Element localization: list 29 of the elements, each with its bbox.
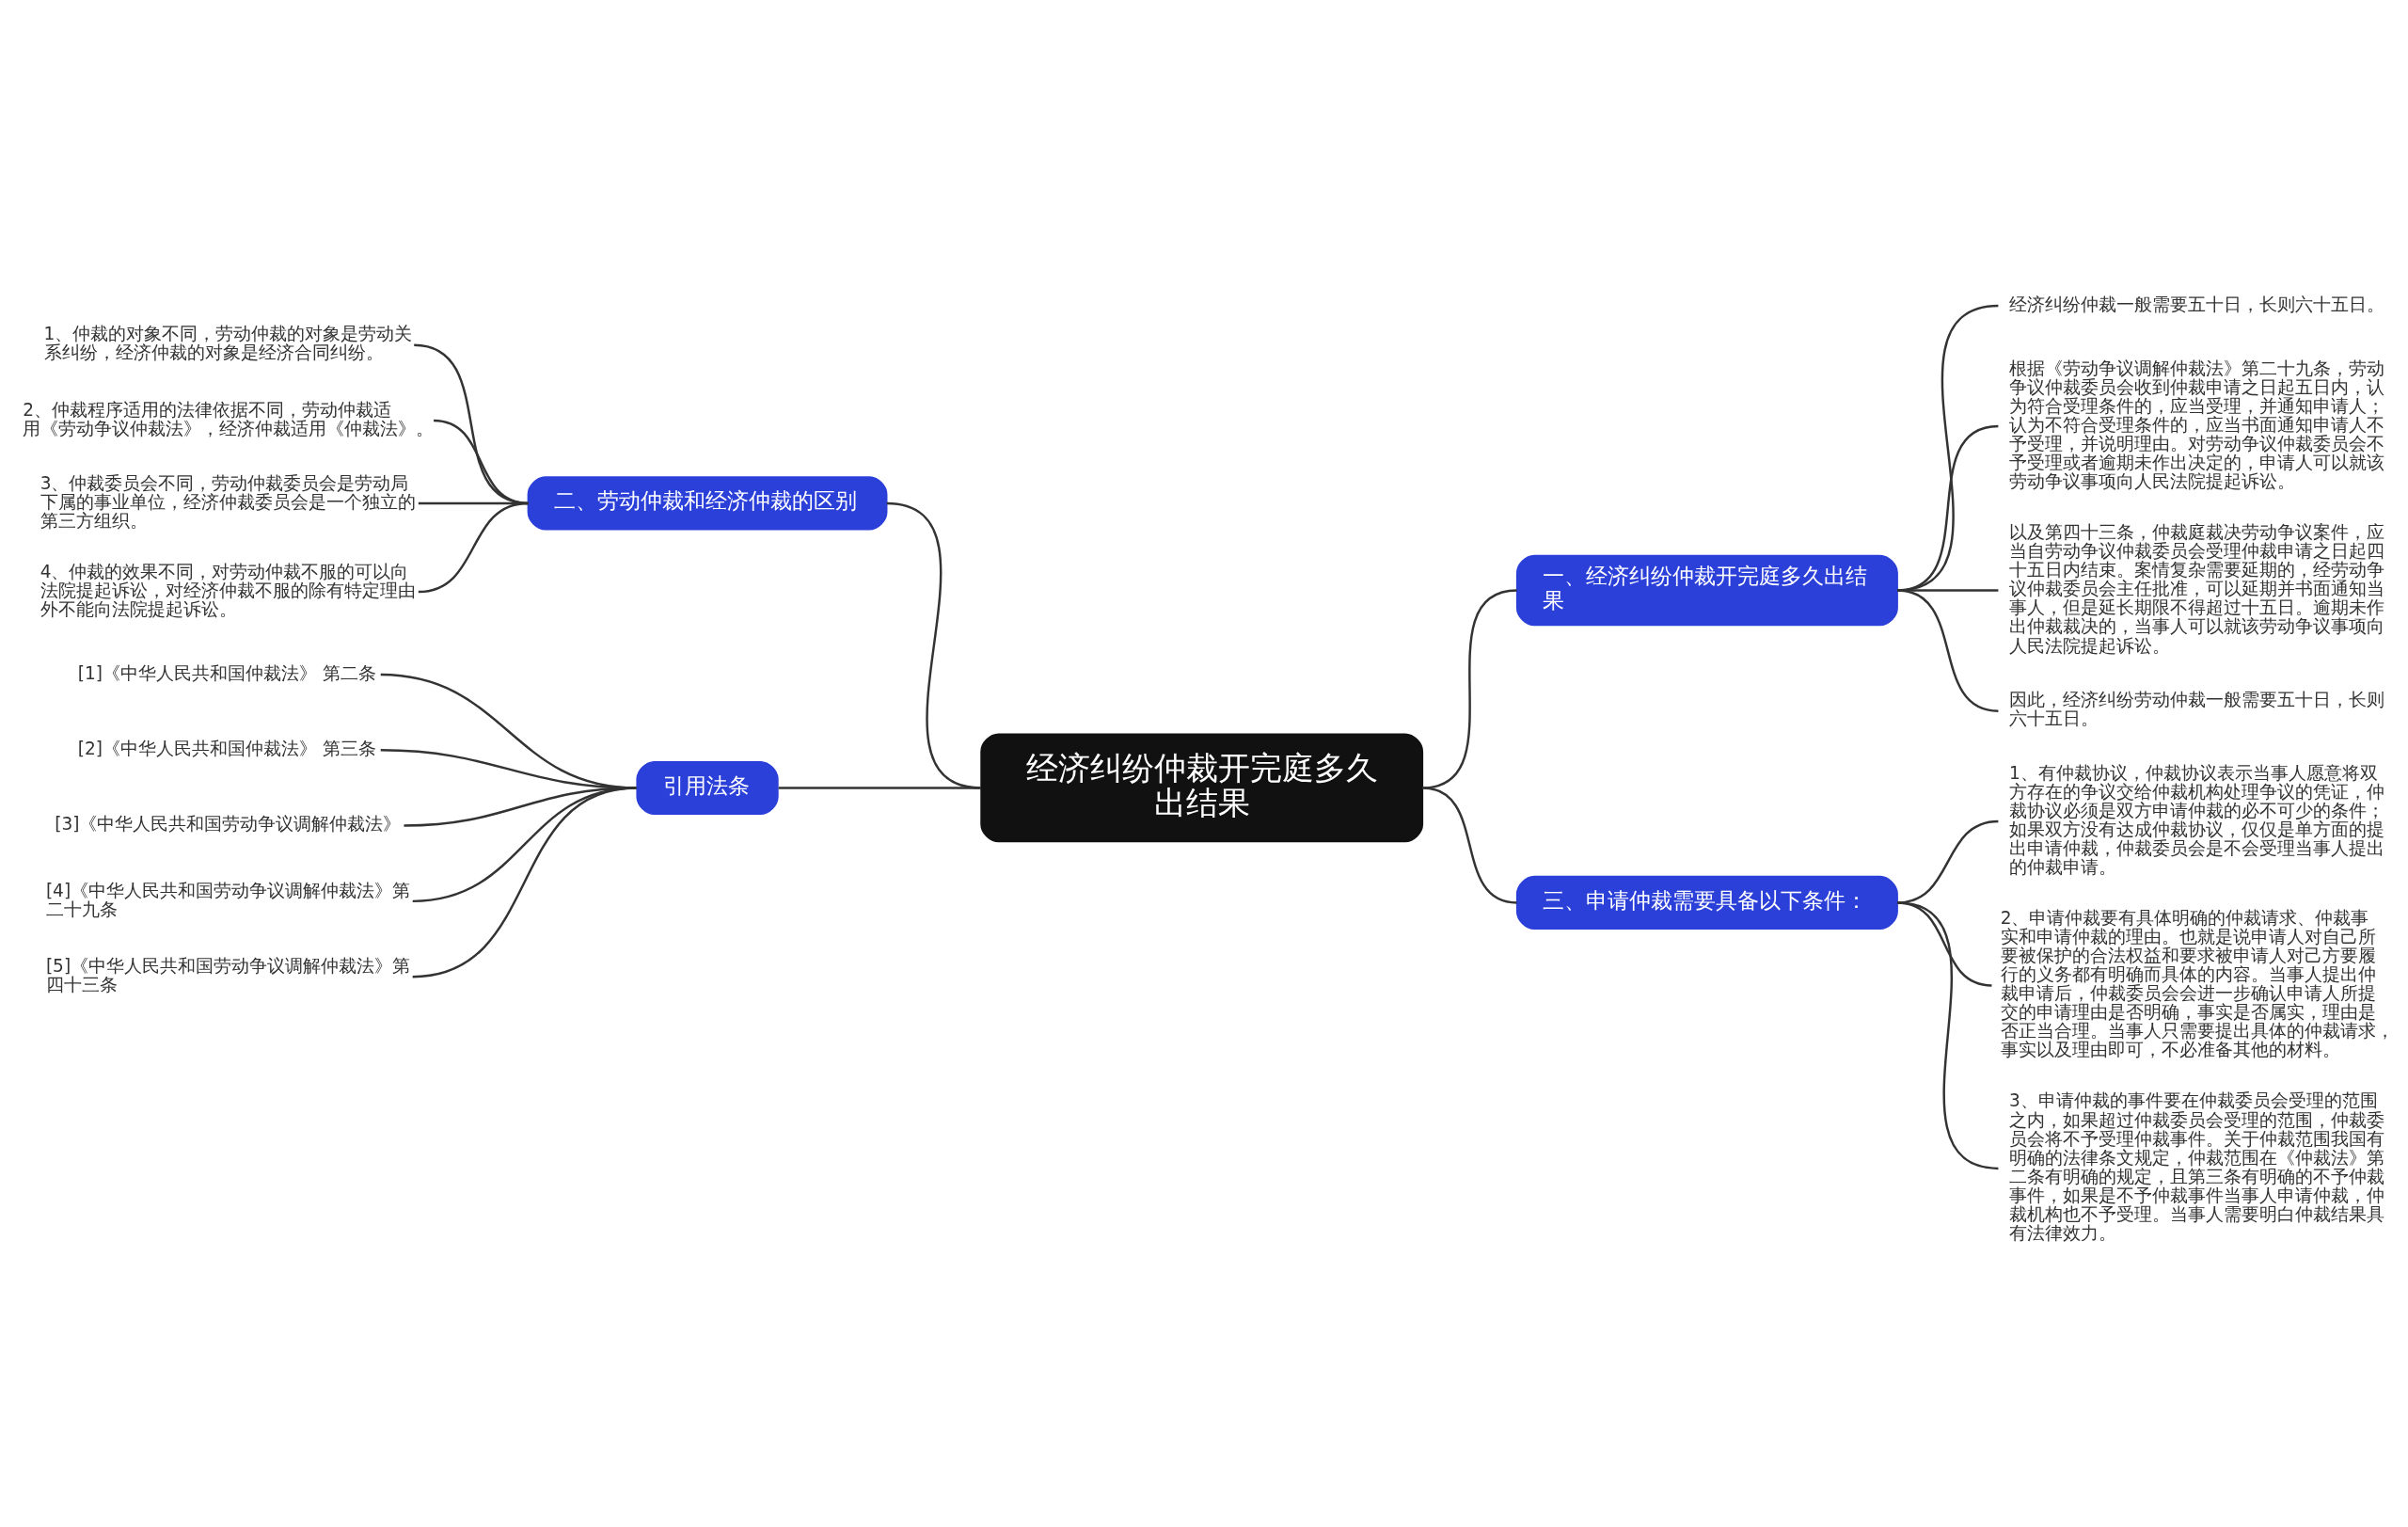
node-text: 2、仲裁程序适用的法律依据不同，劳动仲裁适用《劳动争议仲裁法》，经济仲裁适用《仲裁法》。 [23,399,435,438]
connector [1896,900,1999,1169]
node-text: 2、申请仲裁要有具体明确的仲裁请求、仲裁事实和申请仲裁的理由。也就是说申请人对自己所要被保护的合法权益和要求被申请人对己方要履行的义务都有明确而具体的内容。当事人提出仲裁申请后，仲裁委员会会进一步确认申请人所提交的申请理由是否明确，事实是否属实，理由是否正当合理。当事人只需要提出具体的仲裁请求，事实以及理由即可，不必准备其他的材料。 [2000,907,2394,1059]
connector [778,786,982,789]
connector [1897,588,1999,592]
node-text: [5]《中华人民共和国劳动争议调解仲裁法》第四十三条 [45,955,411,994]
node-box: 二、劳动仲裁和经济仲裁的区别 [527,475,888,530]
node-text: [3]《中华人民共和国劳动争议调解仲裁法》 [55,813,402,834]
node-text: [4]《中华人民共和国劳动争议调解仲裁法》第二十九条 [45,880,411,919]
node-text: 因此，经济纠纷劳动仲裁一般需要五十日，长则六十五日。 [2008,689,2384,728]
node-text: 经济纠纷仲裁一般需要五十日，长则六十五日。 [2008,294,2384,314]
node-text: 1、有仲裁协议，仲裁协议表示当事人愿意将双方存在的争议交给仲裁机构处理争议的凭证，仲裁协议必须是双方申请仲裁的必不可少的条件；如果双方没有达成仲裁协议，仅仅是单方面的提出申请仲裁，仲裁委员会是不会受理当事人提出的仲裁申请。 [2008,762,2384,877]
node-text: 1、仲裁的对象不同，劳动仲裁的对象是劳动关系纠纷，经济仲裁的对象是经济合同纠纷。 [43,323,413,362]
node-text: 3、仲裁委员会不同，劳动仲裁委员会是劳动局下属的事业单位，经济仲裁委员会是一个独立的第三方组织。 [40,472,416,531]
node-text: [2]《中华人民共和国仲裁法》 第三条 [77,738,376,758]
connector [418,501,529,593]
node-text: [1]《中华人民共和国仲裁法》 第二条 [77,662,376,683]
node-box: 一、经济纠纷仲裁开完庭多久出结果 [1515,554,1898,626]
node-box: 引用法条 [636,760,779,815]
node-text: 以及第四十三条，仲裁庭裁决劳动争议案件，应当自劳动争议仲裁委员会受理仲裁申请之日起四十五日内结束。案情复杂需要延期的，经劳动争议仲裁委员会主任批准，可以延期并书面通知当事人，但是延长期限不得超过十五日。逾期未作出仲裁裁决的，当事人可以就该劳动争议事项向人民法院提起诉讼。 [2008,521,2384,656]
connector [1422,786,1517,904]
node-box: 三、申请仲裁需要具备以下条件： [1515,875,1898,930]
connector [412,786,637,978]
node-text: 根据《劳动争议调解仲裁法》第二十九条，劳动争议仲裁委员会收到仲裁申请之日起五日内，认为符合受理条件的，应当受理，并通知申请人；认为不符合受理条件的，应当书面通知申请人不予受理，并说明理由。对劳动争议仲裁委员会不予受理或者逾期未作出决定的，申请人可以就该劳动争议事项向人民法院提起诉讼。 [2008,358,2384,491]
connector [414,342,529,504]
connector [1896,588,1999,712]
node-text: 3、申请仲裁的事件要在仲裁委员会受理的范围之内，如果超过仲裁委员会受理的范围，仲裁委员会将不予受理仲裁事件。关于仲裁范围我国有明确的法律条文规定，仲裁范围在《仲裁法》第二条有明确的规定，且第三条有明确的不予仲裁事件，如果是不予仲裁事件当事人申请仲裁，仲裁机构也不予受理。当事人需要明白仲裁结果具有法律效力。 [2008,1090,2384,1243]
node-text: 4、仲裁的效果不同，对劳动仲裁不服的可以向法院提起诉讼，对经济仲裁不服的除有特定理由外不能向法院提起诉讼。 [40,561,416,619]
node-box: 经济纠纷仲裁开完庭多久出结果 [980,733,1424,842]
